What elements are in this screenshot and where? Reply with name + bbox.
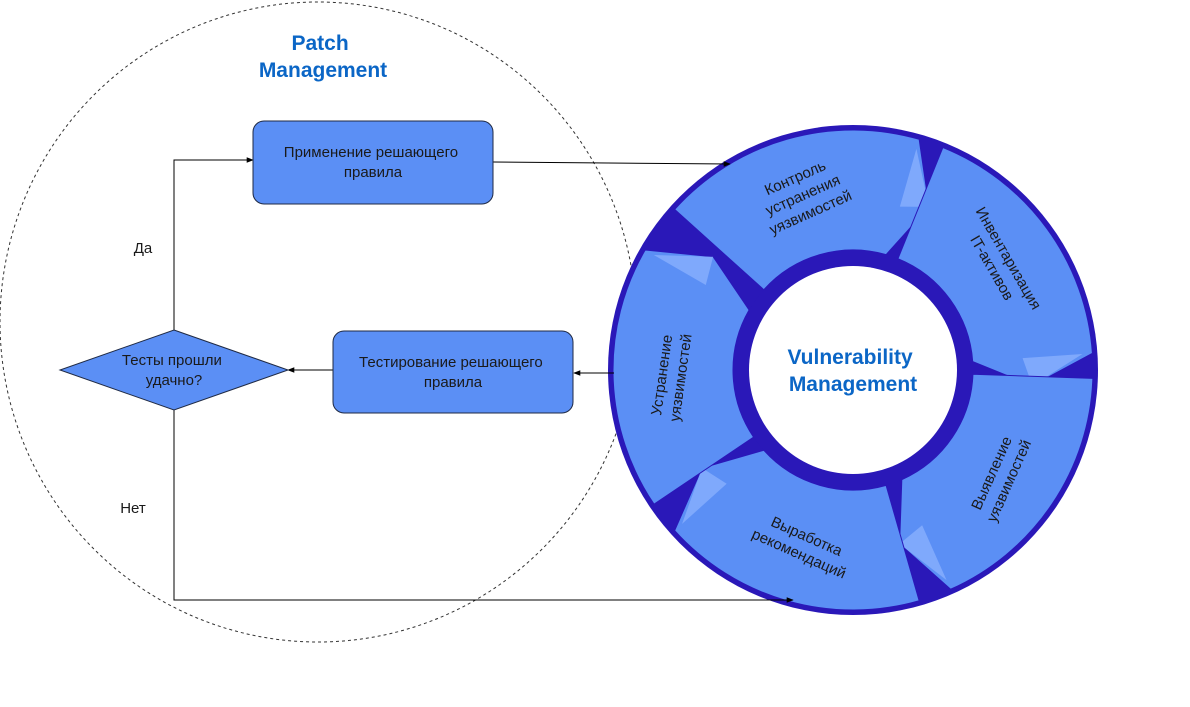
node-test-rule-box [332,330,574,414]
wheel-segments [612,129,1094,611]
patch-title-line2: Management [259,59,387,82]
segment-recommendations-arrow-facet [682,468,727,524]
vulnerability-management-wheel: Vulnerability Management Контрольустране… [608,125,1098,615]
edge-decision-yes [173,157,254,330]
segment-control-arrow-facet [899,148,930,207]
vm-title-line2: Management [789,373,917,396]
edge-label-no: Нет [120,500,146,517]
node-apply-rule-line2: правила [344,164,403,181]
node-decision-label: Тесты прошли удачно? [122,352,226,389]
patch-title-line1: Patch [291,32,348,55]
segment-remediation-arrow-facet [653,255,714,285]
segment-detection-arrow-facet [899,525,947,581]
edge-label-yes: Да [134,240,153,257]
vulnerability-management-title: Vulnerability Management [787,346,918,396]
node-test-rule[interactable]: Тестирование решающего правила [332,330,574,414]
wheel-center [749,266,957,474]
node-test-rule-line2: правила [424,374,483,391]
patch-management-boundary [0,1,637,643]
node-test-rule-line1: Тестирование решающего [359,354,543,371]
vm-title-line1: Vulnerability [787,346,913,369]
node-test-rule-label: Тестирование решающего правила [359,354,547,391]
node-apply-rule-label: Применение решающего правила [284,144,462,181]
node-decision-line2: удачно? [146,372,203,389]
node-decision-line1: Тесты прошли [122,352,222,369]
patch-management-title: Patch Management [259,32,387,82]
node-apply-rule-line1: Применение решающего [284,144,458,161]
node-apply-rule-box [252,120,494,205]
node-decision[interactable]: Тесты прошли удачно? [58,329,290,411]
edge-apply-to-control [492,161,731,167]
edge-decision-no [173,410,794,603]
node-decision-diamond [58,329,290,411]
node-apply-rule[interactable]: Применение решающего правила [252,120,494,205]
